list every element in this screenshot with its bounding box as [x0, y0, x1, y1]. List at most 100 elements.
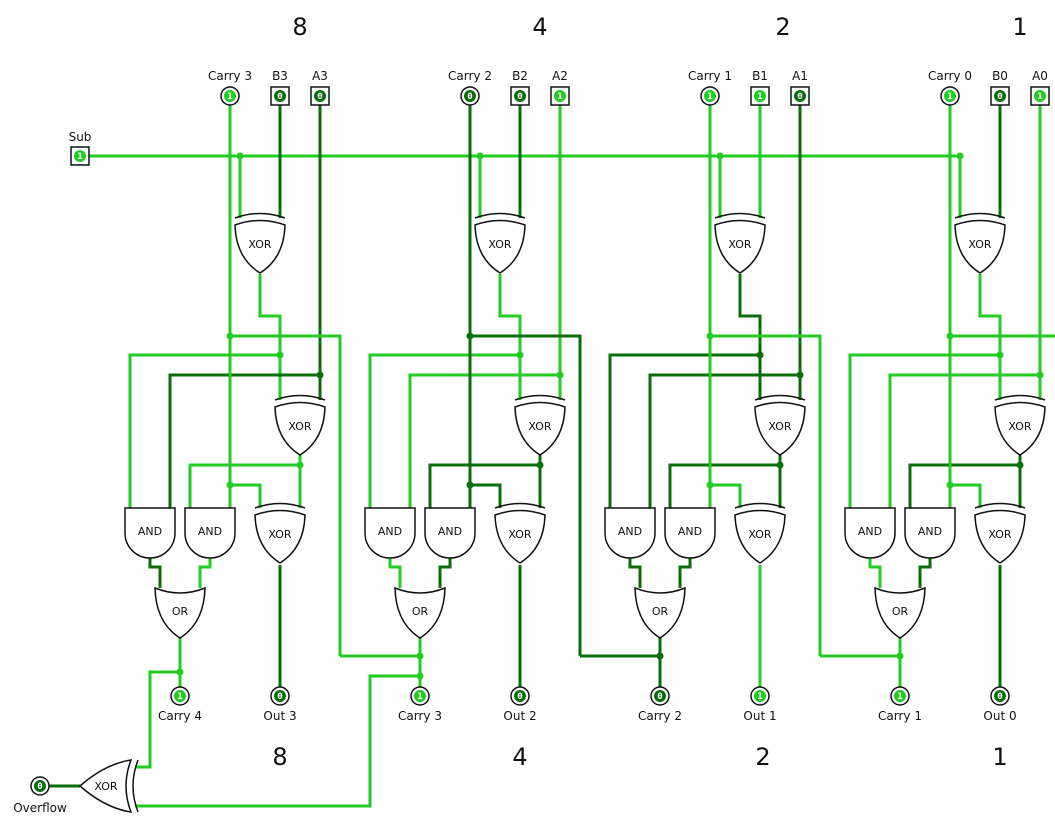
or-gate: OR — [154, 586, 206, 639]
a-input-label: A0 — [1032, 69, 1048, 83]
pin-value: 1 — [757, 692, 762, 702]
xor-gate-sum: XOR — [494, 502, 546, 564]
carry-in-label: Carry 0 — [928, 69, 972, 83]
wire — [428, 463, 540, 508]
pin-value: 0 — [467, 92, 472, 102]
xor-gate-label: XOR — [248, 238, 271, 251]
column-weight-bottom: 8 — [272, 743, 287, 771]
pin-value: 1 — [947, 92, 952, 102]
xor-gate-b-sub: XOR — [234, 212, 286, 274]
xor-gate-b-sub: XOR — [474, 212, 526, 274]
xor-gate-label: XOR — [94, 780, 117, 793]
pin-value: 1 — [757, 92, 762, 102]
and-gate: AND — [604, 507, 656, 559]
sum-output-label: Out 1 — [743, 709, 776, 723]
pin-value: 0 — [657, 692, 662, 702]
sum-output-pin: 0 — [510, 686, 530, 706]
or-gate: OR — [874, 586, 926, 639]
wire — [710, 483, 742, 508]
wire — [498, 274, 522, 355]
or-gate-label: OR — [172, 605, 189, 618]
xor-gate-sum: XOR — [254, 502, 306, 564]
sum-output-label: Out 0 — [983, 709, 1016, 723]
wire — [148, 557, 162, 588]
b-input-pin: 1 — [750, 86, 770, 106]
wire — [668, 463, 780, 508]
a-input-pin: 1 — [1030, 86, 1050, 106]
xor-gate-a-b: XOR — [274, 394, 326, 456]
sum-output-pin: 0 — [270, 686, 290, 706]
and-gate-label: AND — [438, 525, 462, 538]
wire — [678, 557, 692, 588]
pin-value: 0 — [317, 92, 322, 102]
sub-input-pin: 1 — [70, 146, 90, 166]
xor-gate-label: XOR — [268, 528, 291, 541]
b-input-label: B3 — [272, 69, 288, 83]
column-weight-top: 8 — [292, 13, 307, 41]
wire — [470, 483, 502, 508]
sub-label: Sub — [69, 130, 92, 144]
carry-in-pin: 1 — [700, 86, 720, 106]
wire — [135, 670, 180, 769]
wire — [258, 274, 282, 355]
a-input-label: A1 — [792, 69, 808, 83]
pin-value: 0 — [997, 692, 1002, 702]
pin-value: 1 — [707, 92, 712, 102]
and-gate-label: AND — [678, 525, 702, 538]
wire — [198, 557, 212, 588]
column-weight-bottom: 1 — [992, 743, 1007, 771]
column-weight-top: 1 — [1012, 13, 1027, 41]
wire — [710, 334, 822, 656]
xor-gate-label: XOR — [508, 528, 531, 541]
pin-value: 1 — [77, 152, 82, 162]
pin-value: 1 — [417, 692, 422, 702]
wire — [918, 557, 932, 588]
wires — [40, 96, 1055, 808]
pin-value: 1 — [1037, 92, 1042, 102]
xor-gate-a-b: XOR — [754, 394, 806, 456]
and-gate-label: AND — [858, 525, 882, 538]
wire — [888, 373, 1040, 508]
and-gate-label: AND — [138, 525, 162, 538]
overflow-pin: 0 — [30, 776, 50, 796]
sum-output-label: Out 3 — [263, 709, 296, 723]
b-input-label: B0 — [992, 69, 1008, 83]
carry-out-pin: 1 — [890, 686, 910, 706]
xor-gate-sum: XOR — [734, 502, 786, 564]
column-weight-top: 2 — [775, 13, 790, 41]
and-gate: AND — [424, 507, 476, 559]
and-gate: AND — [184, 507, 236, 559]
carry-out-pin: 1 — [410, 686, 430, 706]
and-gate-label: AND — [198, 525, 222, 538]
wire — [470, 334, 582, 656]
and-gate: AND — [664, 507, 716, 559]
or-gate: OR — [394, 586, 446, 639]
wire — [908, 463, 1020, 508]
and-gate: AND — [844, 507, 896, 559]
xor-gate-label: XOR — [768, 420, 791, 433]
wire — [950, 483, 982, 508]
carry-out-label: Carry 3 — [398, 709, 442, 723]
xor-gate-label: XOR — [528, 420, 551, 433]
carry-out-pin: 1 — [170, 686, 190, 706]
b-input-pin: 0 — [990, 86, 1010, 106]
and-gate-label: AND — [618, 525, 642, 538]
pin-value: 0 — [997, 92, 1002, 102]
xor-gate-label: XOR — [968, 238, 991, 251]
b-input-pin: 0 — [510, 86, 530, 106]
wire — [188, 463, 300, 508]
pin-value: 0 — [517, 92, 522, 102]
pin-value: 1 — [897, 692, 902, 702]
carry-in-label: Carry 3 — [208, 69, 252, 83]
xor-gate-label: XOR — [988, 528, 1011, 541]
xor-gate-overflow: XOR — [78, 759, 139, 813]
b-input-pin: 0 — [270, 86, 290, 106]
wire-junction — [176, 668, 184, 676]
a-input-label: A3 — [312, 69, 328, 83]
wire — [438, 557, 452, 588]
xor-gate-label: XOR — [1008, 420, 1031, 433]
column-weight-top: 4 — [532, 13, 547, 41]
or-gate-label: OR — [652, 605, 669, 618]
